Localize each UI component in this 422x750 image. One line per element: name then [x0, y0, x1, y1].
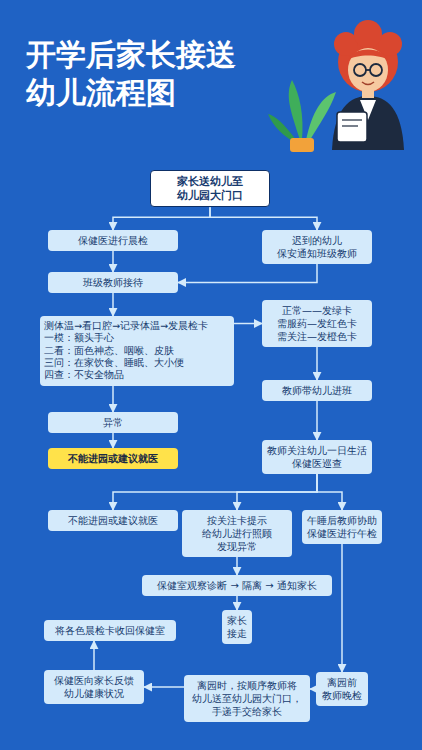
flow-arrow [112, 293, 114, 316]
node-text: 将各色晨检卡收回保健室 [48, 624, 172, 637]
node-text: 保健医进行晨检 [52, 234, 174, 247]
node-text: 三问：在家饮食、睡眠、大小便 [44, 357, 230, 369]
flow-arrow [113, 474, 317, 510]
flow-arrow [236, 557, 238, 575]
flow-arrow [93, 641, 95, 670]
process-box: 按关注卡提示 给幼儿进行照顾 发现异常 [182, 510, 292, 557]
flow-arrow [316, 347, 318, 380]
process-box: 保健医向家长反馈 幼儿健康状况 [44, 670, 144, 704]
node-text: 保健医向家长反馈 幼儿健康状况 [48, 674, 140, 700]
flow-arrow [341, 544, 343, 672]
node-text: 午睡后教师协助 保健医进行午检 [306, 514, 378, 540]
node-text: 异常 [52, 416, 174, 429]
node-text: 迟到的幼儿 保安通知班级教师 [266, 234, 368, 260]
node-text: 正常——发绿卡 [266, 304, 368, 317]
process-box: 保健室观察诊断 → 隔离 → 通知家长 [142, 575, 332, 596]
node-text: 不能进园或建议就医 [52, 452, 174, 465]
node-text: 家长 接走 [226, 614, 248, 640]
flow-arrow [317, 474, 342, 510]
flow-arrow [236, 596, 238, 610]
flow-arrow [112, 433, 114, 448]
process-box: 将各色晨检卡收回保健室 [44, 620, 176, 641]
flow-arrow [178, 264, 317, 283]
flow-arrow [210, 207, 317, 230]
flow-arrow [234, 323, 262, 325]
node-text: 二看：面色神态、咽喉、皮肤 [44, 345, 230, 357]
process-box: 班级教师接待 [48, 272, 178, 293]
card-box: 正常——发绿卡需服药—发红色卡需关注—发橙色卡 [262, 300, 372, 347]
process-box: 午睡后教师协助 保健医进行午检 [302, 510, 382, 544]
node-text: 离园前 教师晚检 [320, 676, 364, 702]
node-text: 家长送幼儿至 幼儿园大门口 [155, 175, 265, 202]
process-box: 异常 [48, 412, 178, 433]
node-text: 一模：额头手心 [44, 332, 230, 344]
node-text: 保健室观察诊断 → 隔离 → 通知家长 [146, 579, 328, 592]
node-text: 需关注—发橙色卡 [266, 330, 368, 343]
process-box: 离园时，按顺序教师将 幼儿送至幼儿园大门口， 手递手交给家长 [184, 675, 310, 722]
title: 开学后家长接送幼儿流程图 [26, 36, 248, 111]
start-box: 家长送幼儿至 幼儿园大门口 [150, 170, 270, 207]
node-text: 离园时，按顺序教师将 幼儿送至幼儿园大门口， 手递手交给家长 [188, 679, 306, 718]
node-text: 不能进园或建议就医 [52, 514, 174, 527]
flow-arrow [316, 401, 318, 440]
check-list-box: 测体温→看口腔→记录体温→发晨检卡一模：额头手心二看：面色神态、咽喉、皮肤三问：… [40, 316, 234, 386]
node-text: 四查：不安全物品 [44, 369, 230, 381]
node-text: 班级教师接待 [52, 276, 174, 289]
flow-arrow [113, 207, 210, 230]
node-text: 测体温→看口腔→记录体温→发晨检卡 [44, 320, 230, 332]
teacher [332, 20, 404, 150]
flow-arrow [237, 474, 317, 510]
process-box: 迟到的幼儿 保安通知班级教师 [262, 230, 372, 264]
flow-arrow [112, 386, 114, 412]
node-text: 教师关注幼儿一日生活 保健医巡查 [266, 444, 368, 470]
process-box: 教师关注幼儿一日生活 保健医巡查 [262, 440, 372, 474]
process-box: 家长 接走 [222, 610, 252, 644]
flow-arrow [144, 686, 184, 688]
process-box: 保健医进行晨检 [48, 230, 178, 251]
process-box: 不能进园或建议就医 [48, 510, 178, 531]
process-box: 教师带幼儿进班 [262, 380, 372, 401]
node-text: 需服药—发红色卡 [266, 317, 368, 330]
node-text: 教师带幼儿进班 [266, 384, 368, 397]
warning-box: 不能进园或建议就医 [48, 448, 178, 469]
plant [268, 80, 336, 152]
flow-arrow [112, 251, 114, 272]
node-text: 按关注卡提示 给幼儿进行照顾 发现异常 [186, 514, 288, 553]
process-box: 离园前 教师晚检 [316, 672, 368, 706]
